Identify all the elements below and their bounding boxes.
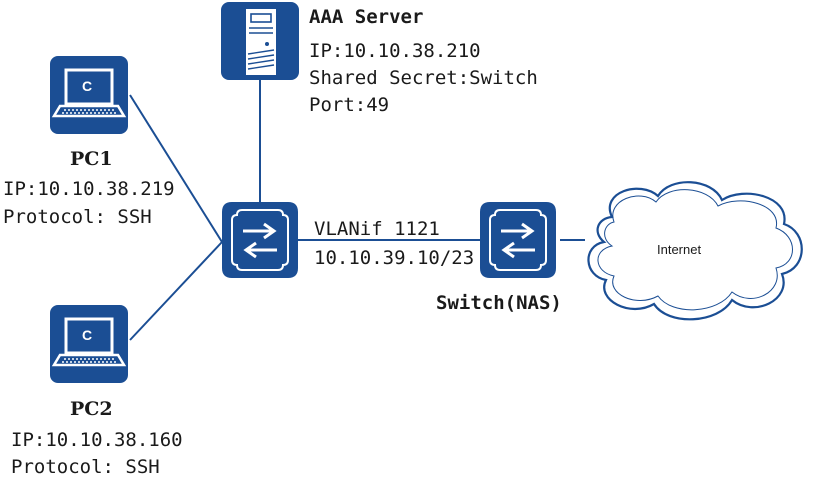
pc1-name: PC1 <box>70 148 113 170</box>
nas-switch-name: Switch(NAS) <box>436 292 562 314</box>
aaa-server-icon <box>221 2 299 80</box>
pc2-icon-letter: C <box>82 327 93 343</box>
pc2-name: PC2 <box>70 398 113 420</box>
pc2-ip: IP:10.10.38.160 <box>11 429 183 451</box>
pc1-ip: IP:10.10.38.219 <box>3 178 175 200</box>
link-pc1-switch <box>129 94 223 243</box>
link-address-label: 10.10.39.10/23 <box>314 247 475 269</box>
aaa-server-port: Port:49 <box>309 94 390 116</box>
internet-label: Internet <box>657 242 702 257</box>
aaa-server-shared-secret: Shared Secret:Switch <box>309 67 538 89</box>
aaa-server-name: AAA Server <box>309 6 424 28</box>
aaa-server-ip: IP:10.10.38.210 <box>309 40 481 62</box>
pc2-computer-icon <box>50 305 128 383</box>
core-switch-icon <box>222 202 298 278</box>
link-pc2-switch <box>129 241 223 341</box>
pc1-computer-icon <box>50 56 128 134</box>
link-vlanif-label: VLANif 1121 <box>314 218 440 240</box>
nas-switch-icon <box>480 202 556 278</box>
pc1-icon-letter: C <box>82 78 93 94</box>
internet-cloud-icon <box>587 181 803 321</box>
pc1-protocol: Protocol: SSH <box>3 206 152 228</box>
pc2-protocol: Protocol: SSH <box>11 456 160 478</box>
